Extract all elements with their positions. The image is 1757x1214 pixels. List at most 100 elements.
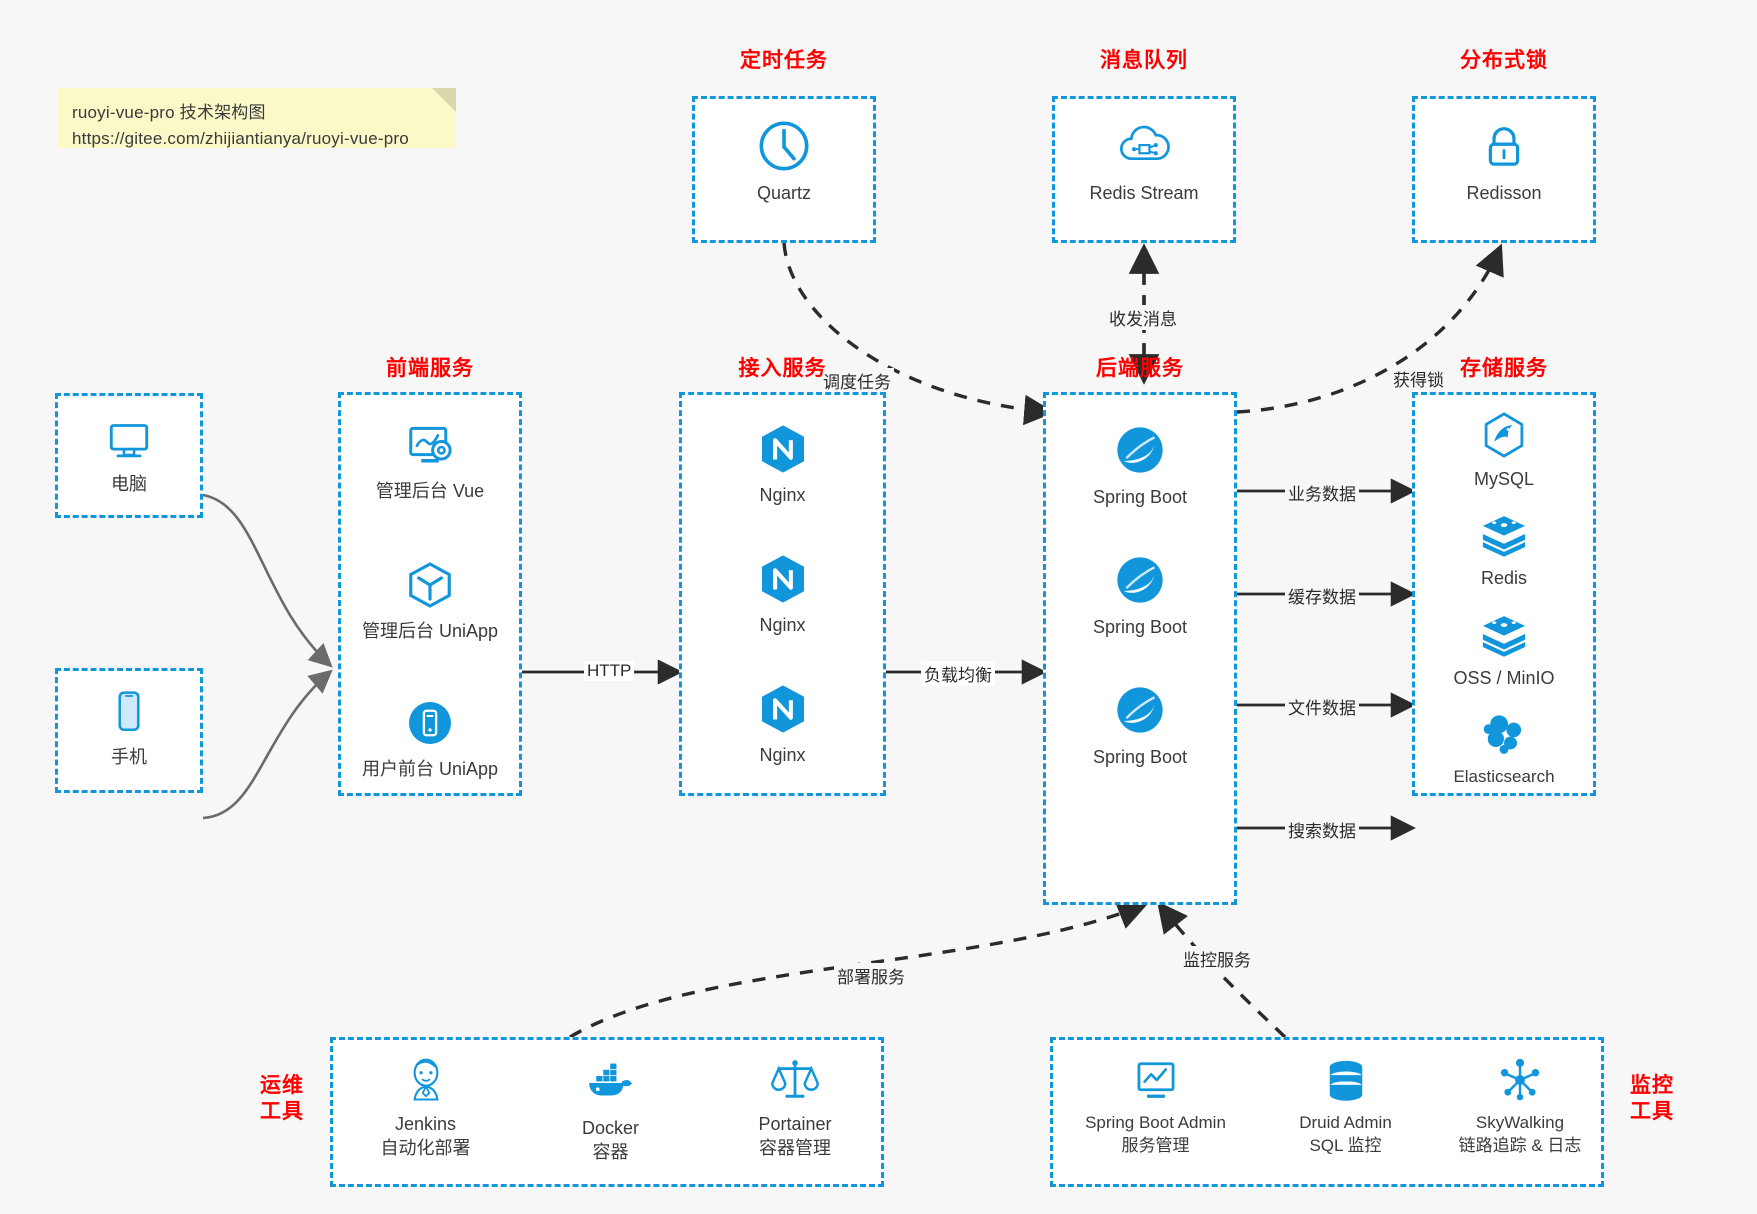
node-label: Redis Stream: [1089, 183, 1199, 203]
group-title-monitor-line1: 监控: [1630, 1074, 1674, 1097]
group-box-device-desktop: 电脑: [55, 393, 203, 518]
spring-boot-icon: [1117, 557, 1163, 603]
node-spring-boot-2[interactable]: Spring Boot: [1046, 551, 1234, 639]
node-mysql[interactable]: MySQL: [1415, 409, 1593, 491]
node-name: Jenkins: [394, 1114, 457, 1134]
node-name: SkyWalking: [1475, 1113, 1565, 1132]
node-redisson[interactable]: Redisson: [1415, 117, 1593, 205]
dashboard-gear-icon: [409, 426, 452, 463]
node-desktop[interactable]: 电脑: [58, 412, 200, 496]
group-box-scheduler: Quartz: [692, 96, 876, 243]
group-title-devops-line2: 工具: [260, 1100, 304, 1124]
edge-label-search-data: 搜索数据: [1285, 817, 1359, 842]
cloud-stream-icon: [1119, 125, 1170, 161]
node-label: 电脑: [111, 474, 147, 494]
skywalking-icon: [1500, 1058, 1540, 1101]
edge-label-business-data: 业务数据: [1285, 480, 1359, 505]
nginx-icon: [761, 555, 804, 603]
node-admin-vue[interactable]: 管理后台 Vue: [341, 417, 519, 503]
node-desc: 服务管理: [1121, 1135, 1190, 1155]
node-label: 用户前台 UniApp: [361, 759, 499, 779]
node-label: Quartz: [756, 183, 812, 203]
edge-label-acquire-lock: 获得锁: [1390, 366, 1447, 391]
group-title-scheduler: 定时任务: [740, 49, 828, 72]
group-box-storage: MySQL Redis OSS / MinIO: [1412, 392, 1596, 796]
oss-minio-icon: [1482, 616, 1526, 657]
edge-label-message: 收发消息: [1106, 305, 1180, 330]
spring-boot-icon: [1117, 427, 1163, 473]
node-label: Elasticsearch: [1453, 767, 1555, 786]
group-title-devops-line1: 运维: [260, 1074, 304, 1097]
edge-label-file-data: 文件数据: [1285, 694, 1359, 719]
spring-boot-icon: [1117, 687, 1163, 733]
node-redis[interactable]: Redis: [1415, 508, 1593, 590]
lock-icon: [1488, 127, 1520, 166]
node-label: 管理后台 Vue: [375, 481, 485, 501]
edge-label-loadbalance: 负载均衡: [921, 661, 995, 686]
node-redis-stream[interactable]: Redis Stream: [1055, 117, 1233, 205]
node-label: Nginx: [759, 485, 806, 505]
edge-label-cache-data: 缓存数据: [1285, 583, 1359, 608]
node-jenkins[interactable]: Jenkins 自动化部署: [333, 1054, 518, 1161]
edge-label-monitor-service: 监控服务: [1180, 946, 1254, 971]
note-callout: ruoyi-vue-pro 技术架构图 https://gitee.com/zh…: [58, 88, 456, 148]
node-label: 手机: [111, 747, 147, 767]
group-box-backend: Spring Boot Spring Boot Spring Boot: [1043, 392, 1237, 905]
group-box-mq: Redis Stream: [1052, 96, 1236, 243]
node-druid-admin[interactable]: Druid Admin SQL 监控: [1258, 1054, 1433, 1158]
node-nginx-2[interactable]: Nginx: [682, 551, 883, 637]
node-desc: SQL 监控: [1309, 1135, 1382, 1155]
node-nginx-3[interactable]: Nginx: [682, 681, 883, 767]
node-label: Nginx: [759, 745, 806, 765]
node-desc: 容器: [592, 1142, 629, 1163]
node-name: Portainer: [758, 1114, 832, 1134]
node-label: Spring Boot: [1092, 487, 1188, 507]
node-quartz[interactable]: Quartz: [695, 117, 873, 205]
node-docker[interactable]: Docker 容器: [518, 1060, 703, 1165]
node-nginx-1[interactable]: Nginx: [682, 421, 883, 507]
group-box-monitor: Spring Boot Admin 服务管理 Druid Admin SQL 监…: [1050, 1037, 1604, 1187]
elasticsearch-icon: [1483, 715, 1522, 754]
mysql-icon: [1484, 412, 1524, 458]
node-desc: 自动化部署: [380, 1138, 471, 1159]
node-label: 管理后台 UniApp: [361, 621, 499, 641]
node-spring-boot-3[interactable]: Spring Boot: [1046, 681, 1234, 769]
group-title-mq: 消息队列: [1100, 49, 1188, 72]
node-skywalking[interactable]: SkyWalking 链路追踪 & 日志: [1433, 1054, 1607, 1158]
node-label: OSS / MinIO: [1453, 668, 1555, 688]
node-name: Druid Admin: [1299, 1113, 1392, 1132]
node-label: Spring Boot: [1092, 617, 1188, 637]
node-label: MySQL: [1473, 469, 1534, 489]
group-title-backend: 后端服务: [1096, 357, 1184, 380]
cube-icon: [409, 562, 451, 608]
node-label: Redisson: [1466, 183, 1542, 203]
jenkins-icon: [412, 1058, 439, 1101]
node-desc: 链路追踪 & 日志: [1458, 1135, 1582, 1155]
desktop-icon: [109, 424, 149, 458]
group-box-lock: Redisson: [1412, 96, 1596, 243]
mobile-app-icon: [409, 702, 451, 744]
node-oss-minio[interactable]: OSS / MinIO: [1415, 608, 1593, 690]
node-label: Redis: [1480, 568, 1528, 588]
note-line-2: https://gitee.com/zhijiantianya/ruoyi-vu…: [72, 129, 409, 149]
node-user-uniapp[interactable]: 用户前台 UniApp: [341, 695, 519, 781]
group-box-gateway: Nginx Nginx Nginx: [679, 392, 886, 796]
edge-label-http: HTTP: [584, 661, 635, 681]
node-portainer[interactable]: Portainer 容器管理: [703, 1054, 887, 1161]
node-phone[interactable]: 手机: [58, 685, 200, 769]
node-label: Spring Boot: [1092, 747, 1188, 767]
nginx-icon: [761, 685, 804, 733]
group-title-monitor-line2: 工具: [1630, 1100, 1674, 1124]
node-admin-uniapp[interactable]: 管理后台 UniApp: [341, 557, 519, 643]
node-spring-boot-admin[interactable]: Spring Boot Admin 服务管理: [1053, 1054, 1258, 1158]
node-name: Docker: [581, 1118, 639, 1138]
scales-icon: [771, 1060, 819, 1098]
phone-icon: [118, 691, 140, 731]
node-name: Spring Boot Admin: [1085, 1113, 1226, 1132]
edge-label-deploy-service: 部署服务: [834, 963, 908, 988]
database-icon: [1329, 1060, 1362, 1101]
nginx-icon: [761, 425, 804, 473]
node-spring-boot-1[interactable]: Spring Boot: [1046, 421, 1234, 509]
clock-icon: [759, 121, 809, 171]
node-elasticsearch[interactable]: Elasticsearch: [1415, 708, 1593, 789]
